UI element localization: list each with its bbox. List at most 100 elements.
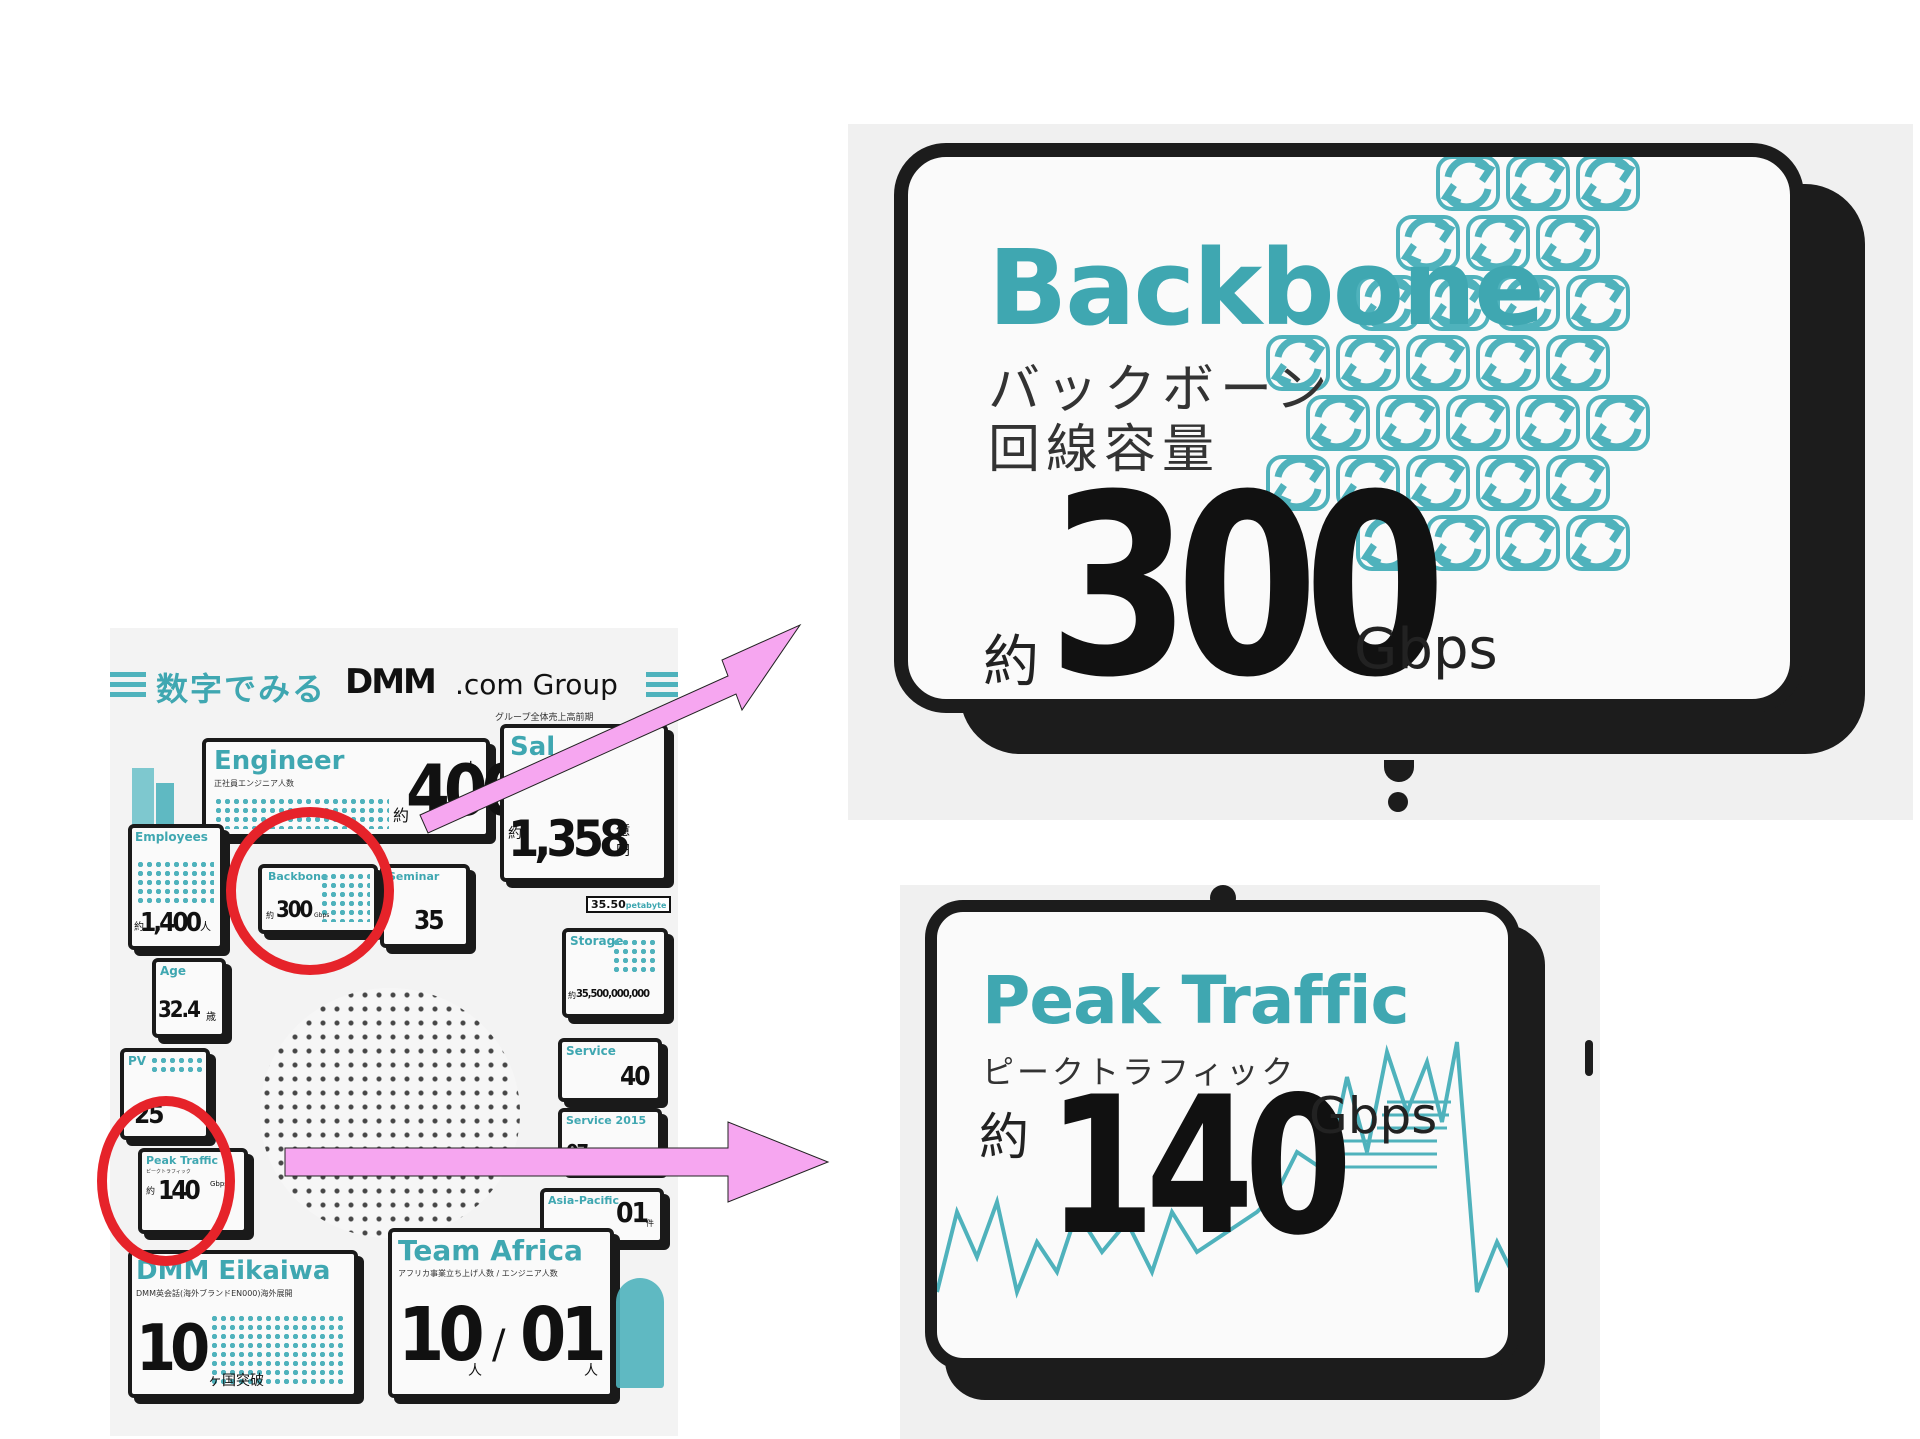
group-sales-caption: グループ全体売上高前期 <box>495 713 594 723</box>
peak-card: Peak Traffic ピークトラフィック 約 140 Gbps <box>925 900 1520 1370</box>
title-brand: DMM <box>345 662 437 702</box>
sync-icon <box>1356 515 1420 571</box>
central-icons-illustration <box>260 988 520 1238</box>
employees-unit: 人 <box>200 920 211 933</box>
backbone-unit: Gbps <box>1354 617 1498 682</box>
sync-icon <box>1576 157 1640 211</box>
africa-unit1: 人 <box>468 1363 482 1379</box>
engineer-sub: 正社員エンジニア人数 <box>214 779 294 788</box>
sync-icon <box>1476 335 1540 391</box>
service2015-label: Service 2015 <box>566 1114 647 1127</box>
storage-disk-icon <box>612 938 658 974</box>
backbone-subtitle-line2: 回線容量 <box>988 420 1221 480</box>
backbone-value: 300 <box>1048 441 1446 713</box>
sync-icon <box>1566 515 1630 571</box>
sync-icon <box>1496 275 1560 331</box>
traffic-graph <box>937 1041 1508 1299</box>
pv-label: PV <box>128 1054 147 1068</box>
backbone-title: Backbone <box>988 227 1545 349</box>
age-card: Age 32.4 歳 <box>152 958 226 1038</box>
sync-icon <box>1516 395 1580 451</box>
engineer-label: Engineer <box>214 746 345 776</box>
highlight-circle-backbone <box>226 807 394 975</box>
backbone-card-stem <box>1384 760 1414 782</box>
pv-eye-icon <box>150 1056 202 1076</box>
sync-icon <box>1546 455 1610 511</box>
sync-icon <box>1426 515 1490 571</box>
peak-value: 140 <box>1047 1056 1353 1277</box>
africa-value2: 01 <box>520 1292 607 1378</box>
traffic-hatch <box>1322 1100 1451 1169</box>
backbone-card: Backbone バックボーン 回線容量 約 300 Gbps <box>894 143 1804 713</box>
seminar-value: 35 <box>414 906 445 936</box>
sync-icon-grid <box>1266 157 1650 571</box>
seminar-card: Seminar 35 <box>380 864 470 948</box>
employees-label: Employees <box>135 830 208 844</box>
eikaiwa-sub: DMM英会話(海外ブランドEN000)海外展開 <box>136 1289 293 1298</box>
sync-icon <box>1406 335 1470 391</box>
sync-icon <box>1406 455 1470 511</box>
storage-approx: 約 <box>568 991 576 1000</box>
sales-approx: 約 <box>508 826 522 842</box>
sync-icon <box>1266 455 1330 511</box>
age-unit: 歳 <box>206 1012 216 1023</box>
giraffe-illustration <box>616 1278 664 1388</box>
eikaiwa-card: DMM Eikaiwa DMM英会話(海外ブランドEN000)海外展開 10 ヶ… <box>128 1250 358 1398</box>
storage-tag: 35.50petabyte <box>586 896 672 913</box>
title-jp: 数字でみる <box>156 670 327 708</box>
sync-icon <box>1566 275 1630 331</box>
asia-label: Asia-Pacific <box>548 1194 619 1207</box>
peak-unit: Gbps <box>1309 1087 1438 1145</box>
sync-icon <box>1436 157 1500 211</box>
age-label: Age <box>160 964 187 978</box>
title-suffix: .com Group <box>455 668 618 701</box>
title-stripe <box>646 672 678 677</box>
africa-value1: 10 <box>398 1292 485 1378</box>
sync-icon <box>1496 515 1560 571</box>
title-stripe <box>110 692 146 697</box>
peak-approx: 約 <box>979 1108 1029 1166</box>
poster-title: 数字でみる DMM .com Group <box>110 658 678 708</box>
sync-icon <box>1546 335 1610 391</box>
eikaiwa-unit: ヶ国突破 <box>208 1373 264 1389</box>
title-stripe <box>646 692 678 697</box>
sync-icon <box>1536 215 1600 271</box>
sync-icon <box>1376 395 1440 451</box>
peak-subtitle: ピークトラフィック <box>982 1053 1297 1091</box>
title-stripe <box>110 682 146 687</box>
sync-icon <box>1396 215 1460 271</box>
sync-icon <box>1426 275 1490 331</box>
sales-unit: 億円 <box>616 823 630 859</box>
africa-label: Team Africa <box>398 1234 583 1267</box>
asia-unit: 件 <box>646 1219 654 1228</box>
seminar-label: Seminar <box>388 870 440 883</box>
employees-approx: 約 <box>134 922 144 933</box>
storage-card: 35.50petabyte Storage 約 35,500,000,000 <box>562 896 672 1018</box>
sync-icon <box>1336 455 1400 511</box>
age-value: 32.4 <box>158 998 201 1023</box>
sales-value: 1,358 <box>508 810 630 868</box>
africa-card: Team Africa アフリカ事業立ち上げ人数 / エンジニア人数 10 人 … <box>388 1228 614 1398</box>
backbone-approx: 約 <box>983 630 1039 695</box>
sales-card: Sal 約 1,358 億円 <box>500 724 668 882</box>
service-value: 40 <box>620 1062 651 1092</box>
employees-people-icon <box>136 860 214 905</box>
eikaiwa-value: 10 <box>136 1312 210 1386</box>
storage-label: Storage <box>570 934 624 948</box>
africa-sub: アフリカ事業立ち上げ人数 / エンジニア人数 <box>398 1269 558 1278</box>
engineer-approx: 約 <box>393 806 410 825</box>
service-label: Service <box>566 1044 616 1058</box>
backbone-subtitle-line1: バックボーン <box>988 360 1334 420</box>
sync-icon <box>1266 335 1330 391</box>
backbone-card-dot <box>1388 792 1408 812</box>
peak-title: Peak Traffic <box>982 962 1410 1039</box>
title-stripe <box>646 682 678 687</box>
peak-side-mark <box>1585 1040 1593 1076</box>
flag-icons <box>210 1314 346 1384</box>
service-card: Service 40 <box>558 1038 662 1102</box>
sync-icon <box>1476 455 1540 511</box>
africa-unit2: 人 <box>584 1363 598 1379</box>
highlight-circle-peak <box>97 1096 235 1266</box>
title-stripe <box>110 672 146 677</box>
